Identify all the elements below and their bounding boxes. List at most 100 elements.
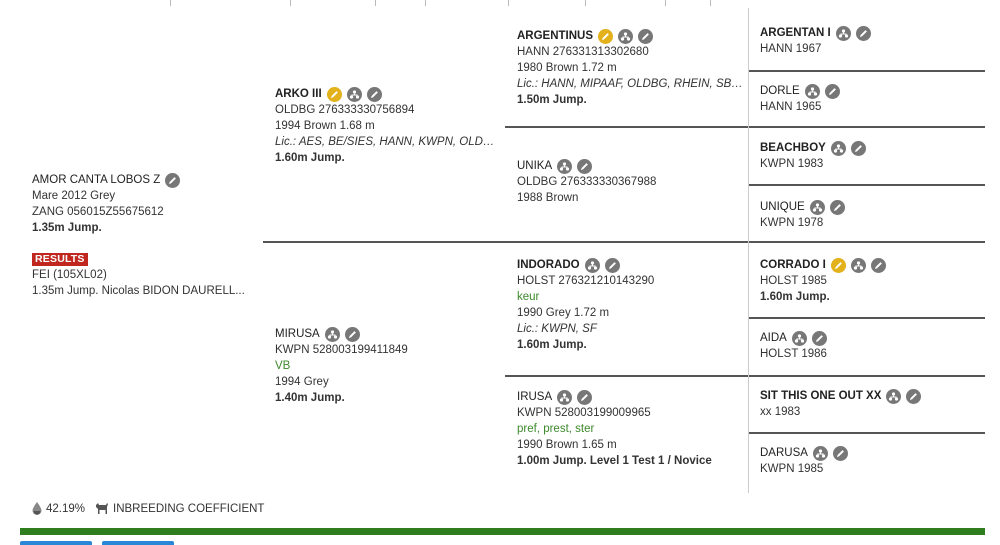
footer-button-1[interactable] — [20, 541, 92, 545]
ggp3-name-row[interactable]: BEACHBOY — [760, 140, 982, 156]
edit-icon[interactable] — [577, 158, 593, 174]
gp4-details: 1990 Brown 1.65 m — [517, 439, 617, 451]
dam-name-row[interactable]: MIRUSA — [275, 326, 500, 342]
dam-jump: 1.40m Jump. — [275, 392, 345, 404]
column-divider — [748, 8, 749, 493]
ggp4-name-row[interactable]: UNIQUE — [760, 199, 982, 215]
pedigree-icon[interactable] — [804, 83, 820, 99]
edit-icon[interactable] — [855, 25, 871, 41]
gp1-name[interactable]: ARGENTINUS — [517, 30, 594, 42]
ggp5-registration: HOLST 1985 — [760, 275, 827, 287]
ggp6-name[interactable]: AIDA — [760, 332, 787, 344]
dam: MIRUSA KWPN 528003199411849 VB 1994 Grey… — [275, 326, 500, 406]
gp4-name-row[interactable]: IRUSA — [517, 389, 743, 405]
ggp4-name[interactable]: UNIQUE — [760, 201, 805, 213]
gp3-registration: HOLST 276321210143290 — [517, 275, 655, 287]
inbreeding-value: 42.19% — [46, 502, 86, 515]
pedigree-icon[interactable] — [346, 86, 362, 102]
subject-details: Mare 2012 Grey — [32, 190, 116, 202]
ggp6-name-row[interactable]: AIDA — [760, 330, 982, 346]
gp3-name-row[interactable]: INDORADO — [517, 257, 743, 273]
gp1-name-row[interactable]: ARGENTINUS — [517, 28, 743, 44]
granddam-paternal: UNIKA OLDBG 276333330367988 1988 Brown — [517, 158, 743, 206]
pedigree-icon[interactable] — [584, 257, 600, 273]
edit-icon[interactable] — [165, 172, 181, 188]
edit-icon[interactable] — [906, 388, 922, 404]
edit-icon[interactable] — [344, 326, 360, 342]
pedigree-icon[interactable] — [791, 330, 807, 346]
ggp5-name[interactable]: CORRADO I — [760, 259, 826, 271]
edit-icon[interactable] — [850, 140, 866, 156]
subject-horse: AMOR CANTA LOBOS Z Mare 2012 Grey ZANG 0… — [32, 172, 257, 299]
gp2-registration: OLDBG 276333330367988 — [517, 176, 657, 188]
ggp2-name-row[interactable]: DORLE — [760, 83, 982, 99]
pedigree-icon[interactable] — [557, 158, 573, 174]
ggp-dorle: DORLE HANN 1965 — [760, 83, 982, 115]
pedigree-icon[interactable] — [324, 326, 340, 342]
pedigree-icon[interactable] — [835, 25, 851, 41]
ggp6-registration: HOLST 1986 — [760, 348, 827, 360]
grandsire-paternal: ARGENTINUS HANN 276331313302680 1980 Bro… — [517, 28, 743, 108]
subject-name-row[interactable]: AMOR CANTA LOBOS Z — [32, 172, 257, 188]
edit-icon[interactable] — [824, 83, 840, 99]
approved-icon — [326, 86, 342, 102]
divider-gp3-gp4 — [505, 375, 985, 377]
dam-predicate: VB — [275, 360, 291, 372]
dam-details: 1994 Grey — [275, 376, 329, 388]
subject-name[interactable]: AMOR CANTA LOBOS Z — [32, 174, 161, 186]
edit-icon[interactable] — [577, 389, 593, 405]
edit-icon[interactable] — [811, 330, 827, 346]
approved-icon — [598, 28, 614, 44]
ggp4-registration: KWPN 1978 — [760, 217, 824, 229]
gp1-jump: 1.50m Jump. — [517, 94, 587, 106]
horse-icon — [96, 503, 109, 514]
sire-name-row[interactable]: ARKO III — [275, 86, 500, 102]
pedigree-icon[interactable] — [886, 388, 902, 404]
edit-icon[interactable] — [829, 199, 845, 215]
results-badge[interactable]: RESULTS — [32, 253, 88, 266]
pedigree-icon[interactable] — [618, 28, 634, 44]
approved-icon — [830, 257, 846, 273]
sire: ARKO III OLDBG 276333330756894 1994 Brow… — [275, 86, 500, 166]
pedigree-icon[interactable] — [557, 389, 573, 405]
ggp7-name-row[interactable]: SIT THIS ONE OUT XX — [760, 388, 982, 404]
edit-icon[interactable] — [604, 257, 620, 273]
gp1-licences: Lic.: HANN, MIPAAF, OLDBG, RHEIN, SBS,..… — [517, 78, 743, 90]
granddam-maternal: IRUSA KWPN 528003199009965 pref, prest, … — [517, 389, 743, 469]
results-detail[interactable]: 1.35m Jump. Nicolas BIDON DAURELL... — [32, 285, 245, 297]
gp2-name[interactable]: UNIKA — [517, 160, 553, 172]
dam-registration: KWPN 528003199411849 — [275, 344, 408, 356]
ggp2-name[interactable]: DORLE — [760, 85, 800, 97]
edit-icon[interactable] — [870, 257, 886, 273]
grandsire-maternal: INDORADO HOLST 276321210143290 keur 1990… — [517, 257, 743, 353]
ggp1-name-row[interactable]: ARGENTAN I — [760, 25, 982, 41]
pedigree-icon[interactable] — [809, 199, 825, 215]
ggp-darusa: DARUSA KWPN 1985 — [760, 445, 982, 477]
ggp3-name[interactable]: BEACHBOY — [760, 142, 826, 154]
gp4-predicate: pref, prest, ster — [517, 423, 595, 435]
drop-icon — [32, 502, 42, 515]
footer-button-2[interactable] — [102, 541, 174, 545]
gp4-name[interactable]: IRUSA — [517, 391, 553, 403]
edit-icon[interactable] — [366, 86, 382, 102]
pedigree-icon[interactable] — [812, 445, 828, 461]
edit-icon[interactable] — [638, 28, 654, 44]
ggp7-registration: xx 1983 — [760, 406, 801, 418]
ggp1-name[interactable]: ARGENTAN I — [760, 27, 831, 39]
gp3-name[interactable]: INDORADO — [517, 259, 580, 271]
ggp5-name-row[interactable]: CORRADO I — [760, 257, 982, 273]
pedigree-icon[interactable] — [850, 257, 866, 273]
results-event[interactable]: FEI (105XL02) — [32, 269, 107, 281]
divider-ggp5-ggp6 — [748, 317, 985, 319]
sire-name[interactable]: ARKO III — [275, 88, 322, 100]
ggp-beachboy: BEACHBOY KWPN 1983 — [760, 140, 982, 172]
gp2-name-row[interactable]: UNIKA — [517, 158, 743, 174]
ggp8-name[interactable]: DARUSA — [760, 447, 808, 459]
ggp7-name[interactable]: SIT THIS ONE OUT XX — [760, 390, 882, 402]
pedigree-icon[interactable] — [830, 140, 846, 156]
dam-name[interactable]: MIRUSA — [275, 328, 320, 340]
divider-ggp7-ggp8 — [748, 432, 985, 434]
gp4-registration: KWPN 528003199009965 — [517, 407, 651, 419]
ggp8-name-row[interactable]: DARUSA — [760, 445, 982, 461]
edit-icon[interactable] — [832, 445, 848, 461]
